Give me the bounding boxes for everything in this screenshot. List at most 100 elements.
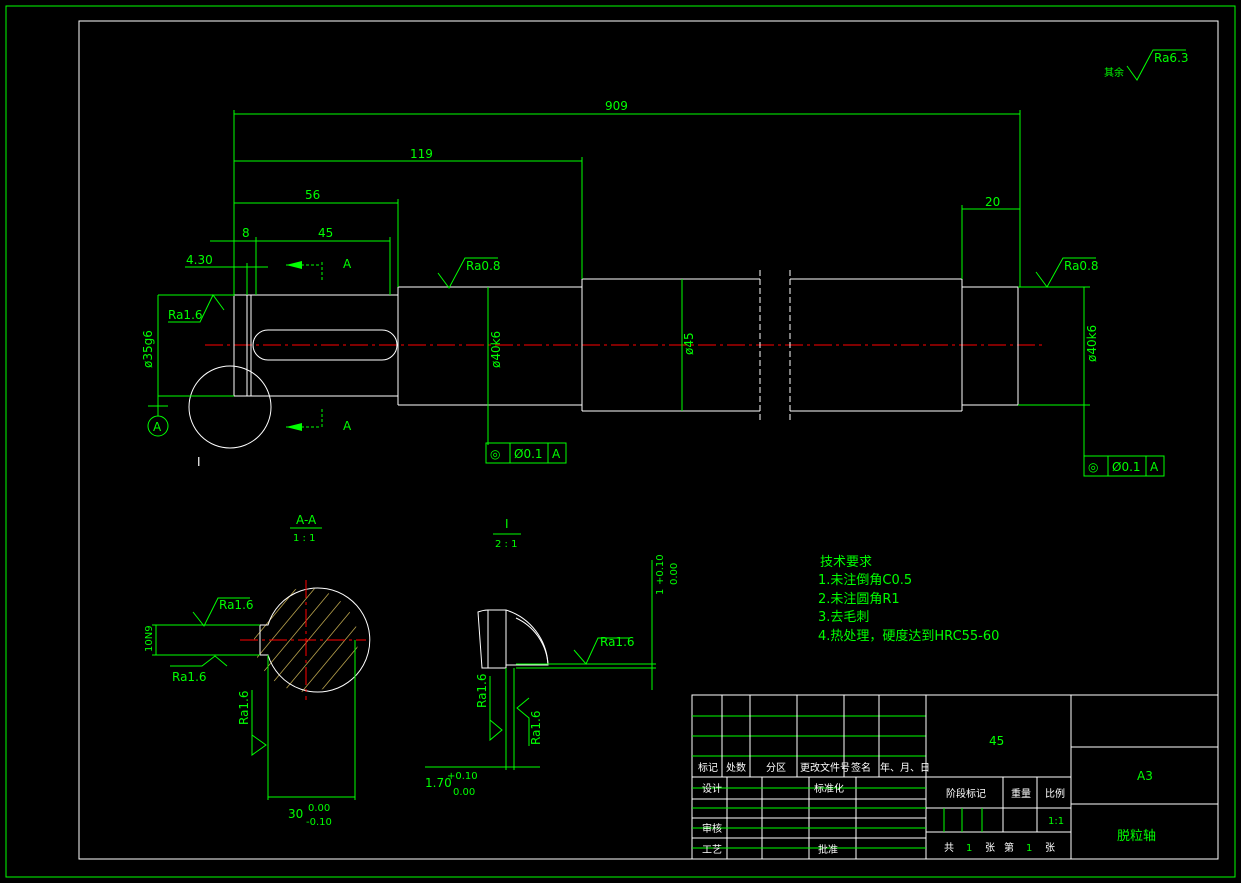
section-label-top: A <box>343 257 352 271</box>
tol-frame-box <box>1083 455 1165 477</box>
break-lines <box>759 270 791 420</box>
dim-dia40-right: ø40k6 <box>1085 325 1099 362</box>
dim-line-119 <box>234 157 583 279</box>
inner-frame <box>78 20 1219 860</box>
roughness-left-icon <box>168 294 225 323</box>
roughness-16g-icon <box>516 697 530 746</box>
label-stage-mark: 阶段标记 <box>946 787 986 800</box>
label-standard: 标准化 <box>814 782 844 795</box>
label-process: 工艺 <box>702 844 722 856</box>
dim-line-8 <box>210 237 257 295</box>
dim-45: 45 <box>318 226 333 240</box>
label-weight: 重量 <box>1011 787 1031 800</box>
dim-170-tol-upper: +0.10 <box>447 771 478 782</box>
section-arrow-bottom-icon <box>286 423 302 431</box>
dim-430: 4.30 <box>186 253 213 267</box>
label-sheet: 张 <box>985 842 995 854</box>
roughness-16c-icon <box>170 655 228 667</box>
tolerance-frame-right: ◎ Ø0.1 A <box>1083 455 1165 477</box>
roughness-16g: Ra1.6 <box>529 710 543 745</box>
dim-170: 1.70 <box>425 776 452 790</box>
roughness-08b: Ra0.8 <box>1064 259 1099 273</box>
header-sign: 签名 <box>851 761 871 774</box>
detail-scale: 2 : 1 <box>495 539 517 550</box>
general-roughness: 其余 Ra6.3 <box>1104 49 1189 81</box>
shaft-left-end <box>233 294 398 397</box>
roughness-16d: Ra1.6 <box>237 690 251 725</box>
header-count: 处数 <box>726 761 746 774</box>
datum-label: A <box>153 420 162 434</box>
shaft-bearing-seat-left <box>397 286 582 406</box>
label-review: 审核 <box>702 822 722 835</box>
datum-line <box>148 396 168 416</box>
section-title: A-A <box>296 513 317 527</box>
tol-symbol-icon: ◎ <box>490 447 500 461</box>
section-label-bottom: A <box>343 419 352 433</box>
roughness-16b: Ra1.6 <box>219 598 254 612</box>
tech-req-item: 1.未注倒角C0.5 <box>818 573 912 588</box>
shaft-main-view: I 909 119 56 45 8 4.30 20 A A ø35g6 <box>141 99 1165 477</box>
dim-line-dia40-right <box>1018 286 1090 406</box>
tech-req-item: 4.热处理，硬度达到HRC55-60 <box>818 628 999 644</box>
label-approve: 批准 <box>818 843 838 856</box>
section-outline <box>259 587 371 693</box>
tech-req-item: 2.未注圆角R1 <box>818 592 900 607</box>
label-page: 第 <box>1004 841 1014 854</box>
dim-line-170 <box>425 668 540 770</box>
roughness-16e-icon <box>573 637 630 665</box>
ratio-value: 1:1 <box>1048 816 1064 827</box>
dim-line-keyw <box>152 624 260 656</box>
roughness-08a: Ra0.8 <box>466 259 501 273</box>
section-arrow-top-icon <box>286 261 302 269</box>
dim-1-tol-upper: +0.10 <box>655 554 666 585</box>
material: 45 <box>989 734 1004 748</box>
detail-title: I <box>505 517 509 531</box>
dim-30: 30 <box>288 807 303 821</box>
header-zone: 分区 <box>766 762 786 774</box>
section-view-aa: A-A 1 : 1 10N9 Ra1.6 Ra1.6 Ra1. <box>144 513 371 828</box>
header-doc: 更改文件号 <box>800 761 850 774</box>
dim-line-20 <box>961 205 1020 279</box>
revision-grid <box>692 695 927 859</box>
tol-value: Ø0.1 <box>514 447 543 461</box>
dim-dia35: ø35g6 <box>141 330 155 368</box>
roughness-16b-icon <box>192 597 250 627</box>
tol-symbol-icon: ◎ <box>1088 460 1098 474</box>
dim-1: 1 <box>655 589 666 595</box>
label-ratio: 比例 <box>1045 787 1065 800</box>
roughness-08a-icon <box>437 257 498 289</box>
label-total: 共 <box>944 842 954 854</box>
roughness-16d-icon <box>251 690 267 756</box>
outer-frame <box>5 5 1236 878</box>
tech-req-title: 技术要求 <box>820 555 872 570</box>
dim-30-tol-lower: -0.10 <box>306 817 332 828</box>
general-roughness-value: Ra6.3 <box>1154 51 1189 65</box>
tech-req-item: 3.去毛刺 <box>818 610 869 625</box>
format: A3 <box>1137 769 1153 783</box>
tol-datum: A <box>1150 460 1159 474</box>
dim-line-56 <box>234 199 399 287</box>
datum-circle-icon <box>147 415 169 437</box>
dim-line-45 <box>256 237 391 295</box>
roughness-16f-icon <box>489 676 503 742</box>
dim-line-30 <box>267 640 356 800</box>
dim-dia45: ø45 <box>682 332 696 355</box>
detail-label: I <box>197 455 201 469</box>
header-date: 年、月、日 <box>880 761 930 774</box>
dim-170-tol-lower: 0.00 <box>453 787 475 798</box>
tolerance-frame-left: ◎ Ø0.1 A <box>485 442 567 464</box>
roughness-08b-icon <box>1035 257 1096 288</box>
dim-20: 20 <box>985 195 1000 209</box>
detail-edges <box>487 610 549 668</box>
section-scale: 1 : 1 <box>293 533 315 544</box>
shaft-main-body <box>581 278 963 412</box>
tol-datum: A <box>552 447 561 461</box>
dim-line-430 <box>185 263 268 295</box>
label-page-unit: 张 <box>1045 842 1055 854</box>
dim-56: 56 <box>305 188 320 202</box>
technical-requirements: 技术要求 1.未注倒角C0.5 2.未注圆角R1 3.去毛刺 4.热处理，硬度达… <box>818 555 999 644</box>
keyway-slot <box>252 329 398 361</box>
dim-119: 119 <box>410 147 433 161</box>
dim-dia40-left: ø40k6 <box>489 331 503 368</box>
tol-frame-box <box>485 442 567 464</box>
